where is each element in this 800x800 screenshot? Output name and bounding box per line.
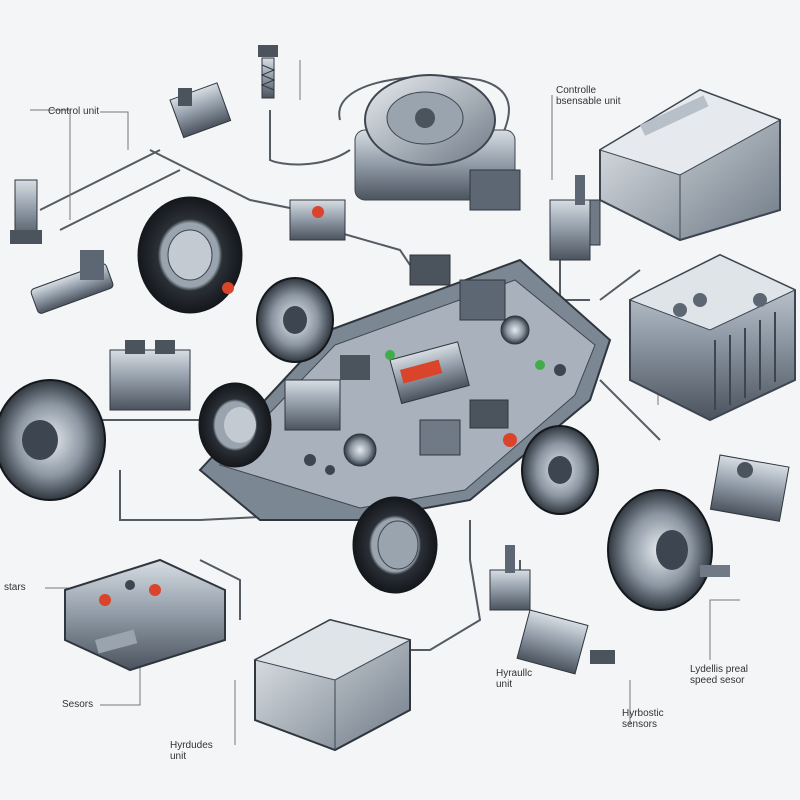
label-hydraulic-unit-bottom: Hyrdudes unit	[170, 740, 213, 762]
label-hydraulic-sensors-line2: sensors	[622, 719, 658, 730]
left-hydraulic-block	[109, 340, 191, 411]
right-pump-unit	[709, 454, 790, 522]
label-hydraulic-bottom-line1: Hyrdudes	[170, 740, 213, 751]
left-sensor-1	[10, 179, 42, 244]
label-speed-sensor-line1: Lydellis preal	[690, 664, 748, 675]
wheel-front-left	[256, 277, 334, 363]
left-sensor-2	[30, 250, 114, 314]
bottom-left-sensor-board	[64, 558, 226, 672]
wheel-mid-left	[198, 382, 272, 468]
mid-valve	[289, 199, 346, 241]
label-control-unit: Control unit	[48, 106, 100, 117]
round-control-unit	[354, 74, 521, 211]
central-chassis	[198, 254, 612, 521]
label-hydraulic-mid-line1: Hyraullc	[496, 668, 533, 679]
label-controlle-line1: Controlle	[556, 85, 597, 96]
upper-right-valve	[549, 175, 591, 261]
label-hydraulic-unit-mid: Hyraullc unit	[496, 668, 532, 690]
right-module-box	[628, 253, 797, 422]
wheel-top-left	[137, 196, 243, 314]
label-hydraulic-mid-line2: unit	[496, 679, 513, 690]
label-sensors: Sesors	[62, 699, 94, 710]
label-controlle-unit: Controlle bsensable unit	[556, 85, 621, 107]
label-controlle-line2: bsensable unit	[556, 96, 621, 107]
top-sensor-spring	[258, 45, 278, 99]
wheel-left-brake-disc	[0, 379, 106, 501]
wheel-bottom-right-disc	[607, 489, 730, 611]
bottom-mid-valve	[489, 545, 531, 611]
wheel-right-rear	[503, 425, 599, 515]
top-left-control-valve	[169, 82, 232, 139]
bottom-hydraulic-unit	[253, 618, 412, 752]
label-hydraulic-bottom-line2: unit	[170, 751, 187, 762]
label-speed-sensor-line2: speed sesor	[690, 675, 745, 686]
label-hydraulic-sensors-line1: Hyrbostic	[622, 708, 664, 719]
label-hydraulic-sensors: Hyrbostic sensors	[622, 708, 664, 730]
bottom-right-valve	[516, 609, 615, 675]
label-speed-sensor: Lydellis preal speed sesor	[690, 664, 748, 686]
electronic-control-box	[559, 88, 782, 246]
label-stars: stars	[4, 582, 26, 593]
wheel-bottom-center	[352, 496, 438, 594]
